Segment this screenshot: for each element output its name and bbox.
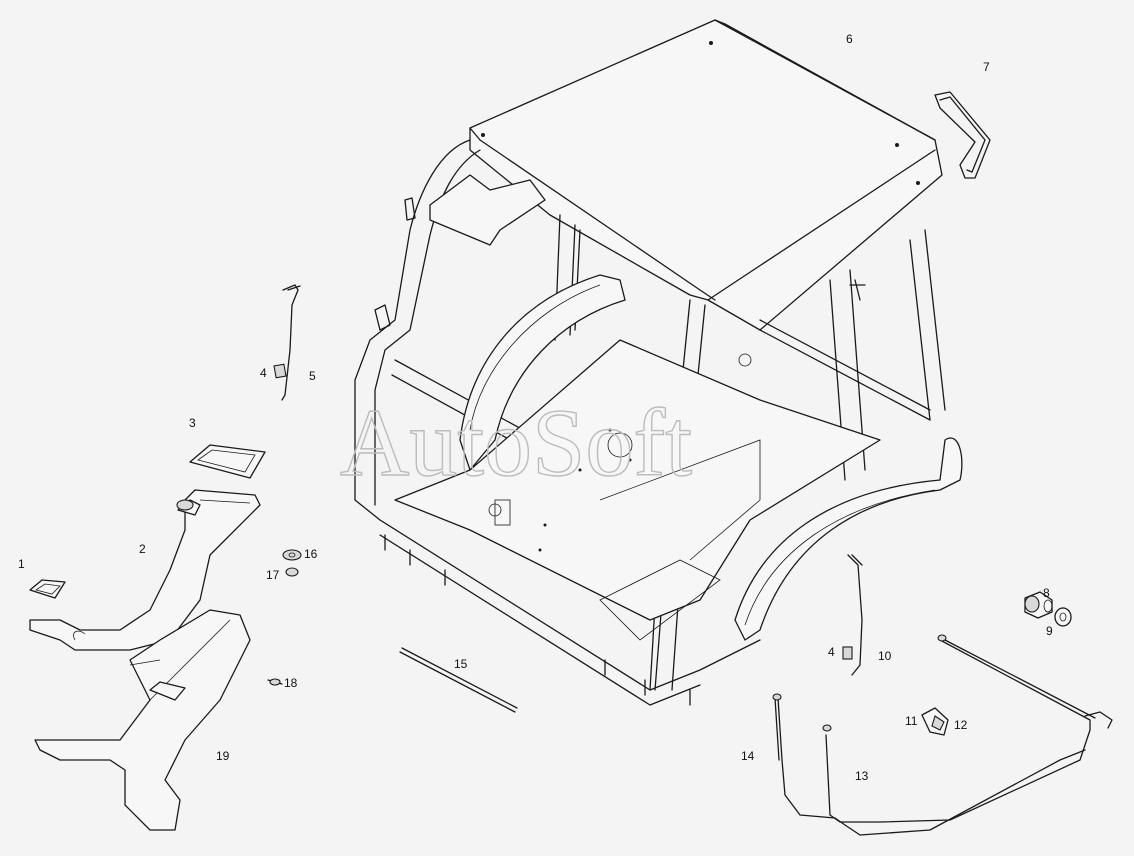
callout-4-right: 4 [828, 645, 835, 659]
callout-10: 10 [878, 649, 892, 663]
callout-16: 16 [304, 547, 318, 561]
gasket-part-1 [29, 579, 66, 599]
callout-8: 8 [1043, 586, 1050, 600]
gasket-part-3 [189, 444, 266, 479]
callout-3: 3 [189, 416, 196, 430]
callout-19: 19 [216, 749, 230, 763]
callout-14: 14 [741, 749, 755, 763]
callout-17: 17 [266, 568, 280, 582]
hose-part-10 [842, 554, 863, 676]
fitting-part-8 [1024, 591, 1053, 619]
callout-7: 7 [983, 60, 990, 74]
callout-6: 6 [846, 32, 853, 46]
hose-part-5 [273, 284, 301, 401]
nut-part-17 [285, 567, 299, 577]
cab-frame [354, 139, 963, 706]
callout-12: 12 [954, 718, 968, 732]
pipe-part-14 [772, 693, 1086, 836]
washer-part-16 [282, 549, 302, 561]
watermark-text: AutoSoft [340, 389, 692, 496]
callout-2: 2 [139, 542, 146, 556]
cab-roof-part-6 [469, 19, 943, 331]
callout-11: 11 [905, 714, 918, 728]
pipe-part-13 [822, 634, 1113, 823]
lower-duct-part-19 [34, 609, 251, 831]
callout-5: 5 [309, 369, 316, 383]
callout-1: 1 [18, 557, 25, 571]
callout-4: 4 [260, 366, 267, 380]
seal-part-7 [934, 91, 991, 179]
callout-13: 13 [855, 769, 869, 783]
callout-18: 18 [284, 676, 298, 690]
clip-part-11-12 [921, 707, 949, 736]
air-duct-part-2 [29, 489, 261, 651]
rod-part-15 [399, 647, 518, 713]
screw-part-18 [267, 678, 283, 686]
callout-9: 9 [1046, 624, 1053, 638]
washer-part-9 [1054, 607, 1072, 627]
callout-15: 15 [454, 657, 468, 671]
